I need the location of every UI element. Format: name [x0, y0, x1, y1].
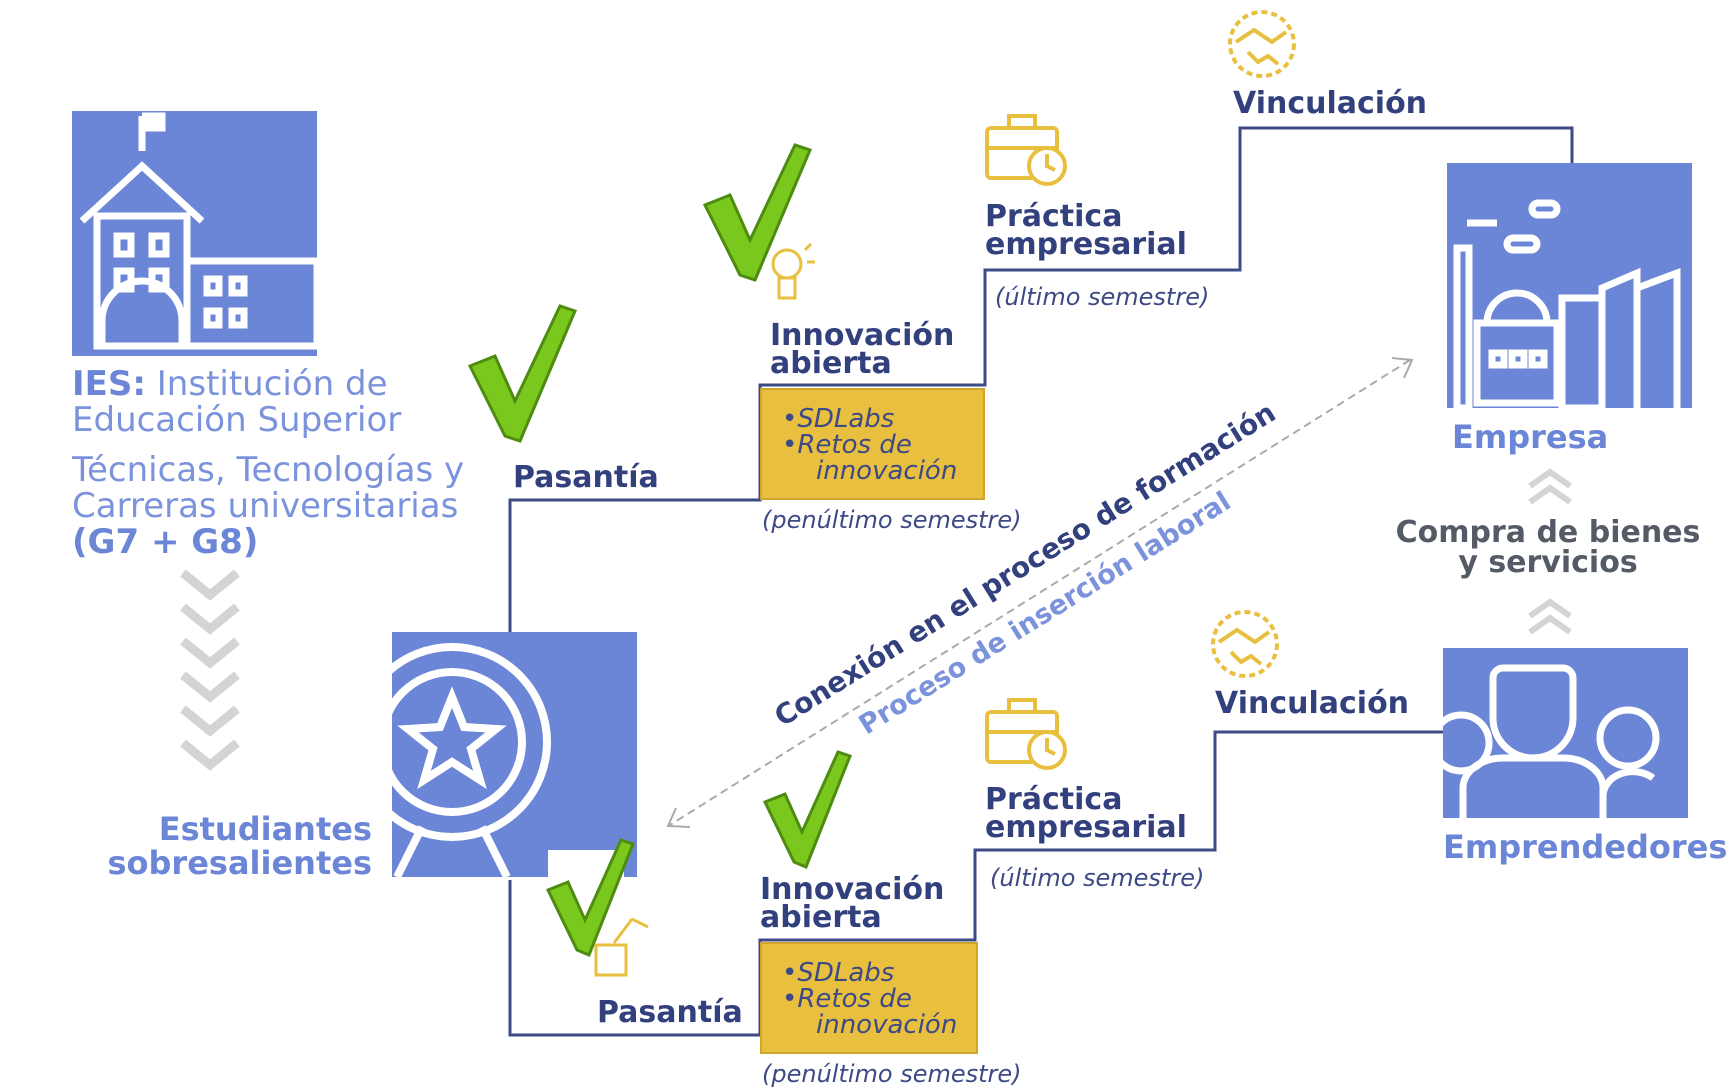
compra-line1: Compra de bienes — [1395, 515, 1701, 550]
retos-upper: •Retos de — [782, 430, 912, 460]
compra-line2: y servicios — [1458, 545, 1638, 580]
sdlabs-upper: •SDLabs — [782, 404, 895, 434]
practica-upper-label: Práctica empresarial — [985, 199, 1187, 262]
innovacion-upper-b: innovación — [816, 456, 958, 486]
compra-label: Compra de bienes y servicios — [1393, 518, 1703, 578]
pasantia-lower-label: Pasantía — [597, 995, 743, 1030]
check-icon — [545, 838, 635, 957]
chevron-up-icon — [1528, 598, 1572, 635]
students-line1: Estudiantes — [158, 810, 372, 848]
innovacion-lower-line2: abierta — [760, 900, 882, 935]
empresa-box — [1447, 163, 1692, 408]
ies-box — [72, 111, 317, 356]
ies-programs-line1: Técnicas, Tecnologías y — [72, 450, 465, 490]
ultimo-lower: (último semestre) — [990, 864, 1205, 892]
innovacion-lower-b: innovación — [816, 1010, 958, 1040]
retos-lower: •Retos de — [782, 984, 912, 1014]
students-box — [392, 632, 637, 877]
handshake-icon — [1228, 10, 1296, 78]
sdlabs-lower: •SDLabs — [782, 958, 895, 988]
vinculacion-lower-label: Vinculación — [1215, 686, 1410, 721]
innovacion-upper-label: Innovación abierta — [770, 318, 955, 381]
briefcase-clock-icon — [985, 698, 1067, 770]
handshake-icon — [1211, 610, 1279, 678]
innovacion-upper-line1: Innovación — [770, 318, 955, 353]
university-icon — [79, 112, 317, 350]
practica-lower-label: Práctica empresarial — [985, 782, 1187, 845]
innovacion-lower-line1: Innovación — [760, 872, 945, 907]
emprendedores-label: Emprendedores — [1443, 828, 1728, 866]
people-icon — [1443, 664, 1660, 818]
check-icon — [702, 143, 813, 282]
lightbulb-icon — [771, 242, 815, 300]
practica-upper-line2: empresarial — [985, 227, 1187, 262]
penultimo-upper: (penúltimo semestre) — [762, 506, 1022, 534]
innovacion-upper-box: •SDLabs •Retos de innovación — [760, 388, 985, 500]
practica-upper-line1: Práctica — [985, 199, 1123, 234]
innovacion-lower-label: Innovación abierta — [760, 872, 945, 935]
briefcase-clock-icon — [985, 114, 1067, 186]
students-line2: sobresalientes — [107, 844, 372, 882]
emprendedores-box — [1443, 648, 1688, 818]
ultimo-upper: (último semestre) — [995, 283, 1210, 311]
empresa-label: Empresa — [1452, 418, 1609, 456]
factory-icon — [1453, 199, 1681, 408]
vinculacion-upper-label: Vinculación — [1233, 86, 1428, 121]
pencil-icon — [594, 917, 649, 977]
ies-programs-line3: (G7 + G8) — [72, 522, 259, 562]
students-label: Estudiantes sobresalientes — [100, 812, 372, 880]
award-icon — [392, 643, 551, 877]
innovacion-lower-box: •SDLabs •Retos de innovación — [760, 942, 978, 1054]
ies-title-line1: Institución de — [156, 364, 388, 404]
chevron-up-icon — [1528, 468, 1572, 505]
penultimo-lower: (penúltimo semestre) — [762, 1060, 1022, 1088]
ies-programs-line2: Carreras universitarias — [72, 486, 459, 526]
ies-prefix: IES: — [72, 364, 146, 404]
ies-title-line2: Educación Superior — [72, 400, 402, 440]
innovacion-upper-line2: abierta — [770, 346, 892, 381]
ies-programs: Técnicas, Tecnologías y Carreras univers… — [72, 452, 464, 560]
pasantia-upper-label: Pasantía — [513, 460, 659, 495]
practica-lower-line1: Práctica — [985, 782, 1123, 817]
chevron-down-icon — [180, 569, 240, 771]
ies-title: IES: Institución de Educación Superior — [72, 366, 401, 438]
practica-lower-line2: empresarial — [985, 810, 1187, 845]
check-icon — [762, 750, 852, 869]
check-icon — [467, 304, 578, 443]
